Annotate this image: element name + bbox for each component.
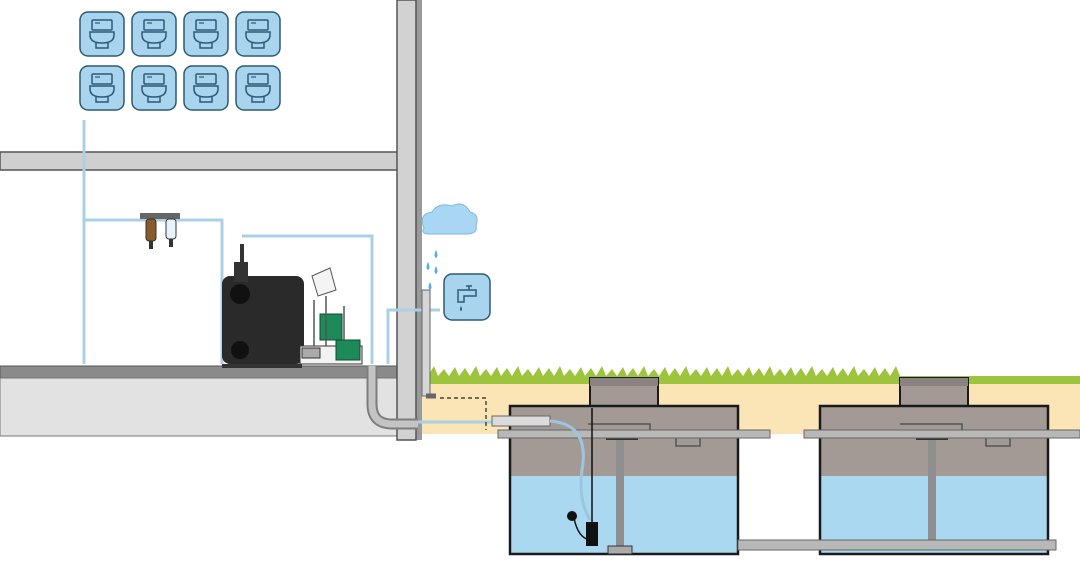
toilet-icon <box>235 11 281 57</box>
pump-station <box>222 244 363 368</box>
tank-1 <box>491 377 771 556</box>
cloud-icon <box>421 203 478 235</box>
upper-floor-slab <box>0 151 417 171</box>
toilet-icon <box>183 65 229 111</box>
float-switch <box>567 511 577 521</box>
pump-outlet-line <box>242 234 374 364</box>
rain-drops <box>426 250 438 290</box>
exterior-wall <box>396 0 417 441</box>
tap-icon <box>443 273 491 321</box>
toilet-icon <box>79 11 125 57</box>
tank-connector-pipe <box>737 539 1057 551</box>
suction-hose <box>549 419 592 521</box>
grass-strip <box>418 366 1080 384</box>
building <box>0 0 422 441</box>
foundation <box>0 377 417 437</box>
filter-icon <box>140 213 162 249</box>
overflow-dashed-line <box>440 397 487 430</box>
toilet-icon <box>183 11 229 57</box>
toilet-icon <box>235 65 281 111</box>
wall-shadow <box>416 0 422 440</box>
toilet-icon <box>131 11 177 57</box>
toilet-icon <box>131 65 177 111</box>
suction-pipe <box>366 366 498 430</box>
downpipe <box>421 289 487 430</box>
toilet-icon-grid <box>79 11 281 111</box>
submersible-pump <box>586 522 598 546</box>
filter-units <box>140 213 180 249</box>
toilet-icon <box>79 65 125 111</box>
filter-icon <box>162 213 180 247</box>
ground-floor-slab <box>0 365 417 379</box>
